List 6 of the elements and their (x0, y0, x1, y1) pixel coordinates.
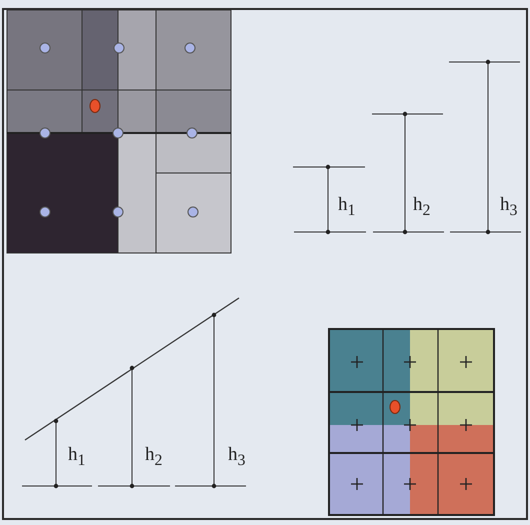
height-label: h$_{1}$ (338, 195, 356, 219)
height-label: h$_{2}$ (413, 195, 430, 219)
height-label: h$_{1}$ (68, 445, 86, 469)
height-label: h$_{3}$ (228, 445, 246, 469)
height-label: h$_{2}$ (145, 445, 162, 469)
height-label: h$_{3}$ (500, 195, 518, 219)
